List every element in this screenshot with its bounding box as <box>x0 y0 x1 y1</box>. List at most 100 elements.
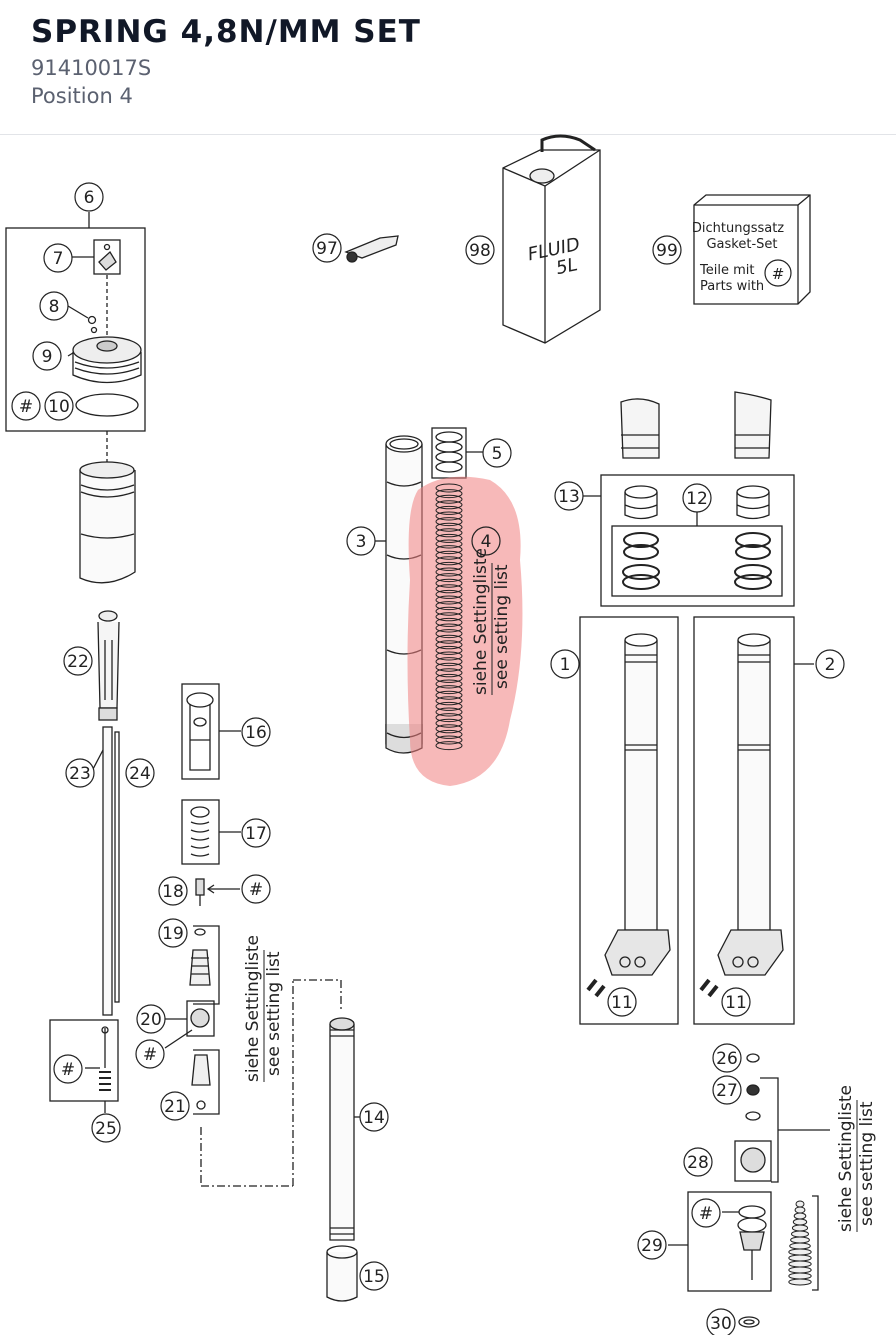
shim <box>788 1266 812 1274</box>
part-header: SPRING 4,8N/MM SET 91410017S Position 4 <box>0 0 896 135</box>
callout-label-29: 29 <box>641 1236 663 1256</box>
spring-coil <box>435 623 463 633</box>
fluid-can-98 <box>502 149 601 344</box>
callout-circle-13[interactable] <box>554 481 584 511</box>
spring-coil <box>435 645 463 655</box>
callout-label-22: 22 <box>67 652 89 672</box>
callout-circle-hash[interactable] <box>241 874 271 904</box>
callout-circle-21[interactable] <box>160 1091 190 1121</box>
washer-27b <box>745 1111 761 1121</box>
spring-coil <box>435 517 463 527</box>
callout-label-20: 20 <box>140 1010 162 1030</box>
callout-circle-19[interactable] <box>158 918 188 948</box>
spring-coil <box>435 561 463 571</box>
shim <box>788 1260 812 1268</box>
callout-circle-97[interactable] <box>312 233 342 263</box>
callout-circle-3[interactable] <box>346 526 376 556</box>
callout-circle-9[interactable] <box>32 341 62 371</box>
svg-text:siehe Settingliste: siehe Settingliste <box>836 1085 856 1232</box>
callout-label-3: 3 <box>356 532 367 552</box>
grease-tube-97 <box>344 235 399 259</box>
callout-circle-hash[interactable] <box>11 391 41 421</box>
callout-circle-hash[interactable] <box>53 1054 83 1084</box>
rod-23 <box>102 726 113 1016</box>
setting-note-valves: siehe Settingliste see setting list <box>243 935 284 1082</box>
callout-circle-10[interactable] <box>44 391 74 421</box>
callout-label-15: 15 <box>363 1267 385 1287</box>
spring-coil <box>435 701 463 711</box>
callout-circle-99[interactable] <box>652 235 682 265</box>
group-13-frame <box>600 474 795 607</box>
washer-26 <box>746 1053 760 1063</box>
callout-label-17: 17 <box>245 824 267 844</box>
callout-circle-17[interactable] <box>241 818 271 848</box>
spring-coil <box>435 489 463 499</box>
spring-coil <box>435 556 463 566</box>
callout-circle-hash[interactable] <box>691 1198 721 1228</box>
valve-18 <box>195 878 205 896</box>
dust-seal-left <box>620 398 660 459</box>
shim <box>791 1230 809 1238</box>
tube-15 <box>326 1252 358 1302</box>
shim <box>791 1224 809 1232</box>
callout-circle-22[interactable] <box>63 646 93 676</box>
callout-label-21: 21 <box>164 1097 186 1117</box>
svg-text:siehe Settingliste: siehe Settingliste <box>471 548 491 695</box>
callout-circle-11[interactable] <box>607 987 637 1017</box>
callout-circle-18[interactable] <box>158 876 188 906</box>
spring-coil <box>435 713 463 723</box>
callout-circle-16[interactable] <box>241 717 271 747</box>
callout-label-13: 13 <box>558 487 580 507</box>
position-label: Position 4 <box>31 84 133 108</box>
spring-coil <box>435 640 463 650</box>
callout-label-16: 16 <box>245 723 267 743</box>
callout-circle-12[interactable] <box>682 483 712 513</box>
callout-label-25: 25 <box>95 1119 117 1139</box>
spring-coil <box>435 741 463 751</box>
spring-coil <box>435 724 463 734</box>
callout-circle-15[interactable] <box>359 1261 389 1291</box>
callout-label-28: 28 <box>687 1153 709 1173</box>
callout-circle-24[interactable] <box>125 758 155 788</box>
callout-circle-98[interactable] <box>465 235 495 265</box>
callout-circle-1[interactable] <box>550 649 580 679</box>
callout-circle-6[interactable] <box>74 182 104 212</box>
spring-coil <box>435 483 463 493</box>
callout-label-hash: # <box>143 1045 157 1065</box>
gasket-line-3: Teile mit <box>699 263 754 278</box>
callout-circle-5[interactable] <box>482 438 512 468</box>
callout-circle-11[interactable] <box>721 987 751 1017</box>
callout-label-5: 5 <box>492 444 503 464</box>
spring-coil <box>435 595 463 605</box>
callout-circle-8[interactable] <box>39 291 69 321</box>
callout-circle-7[interactable] <box>43 243 73 273</box>
inner-tube-1 <box>624 640 658 931</box>
spring-coil <box>435 573 463 583</box>
shim-stack <box>788 1200 812 1286</box>
callout-circle-27[interactable] <box>712 1075 742 1105</box>
callout-circle-14[interactable] <box>359 1102 389 1132</box>
callout-circle-23[interactable] <box>65 758 95 788</box>
callout-label-23: 23 <box>69 764 91 784</box>
callout-circle-30[interactable] <box>706 1308 736 1335</box>
callout-label-hash: # <box>699 1204 713 1224</box>
shim <box>788 1272 812 1280</box>
spring-coil <box>435 578 463 588</box>
o-ring-10 <box>75 393 139 417</box>
callout-circle-25[interactable] <box>91 1113 121 1143</box>
spring-coil <box>435 729 463 739</box>
spring-coil <box>435 634 463 644</box>
callout-circle-20[interactable] <box>136 1004 166 1034</box>
callout-circle-2[interactable] <box>815 649 845 679</box>
callout-circle-29[interactable] <box>637 1230 667 1260</box>
nut-27 <box>746 1084 760 1096</box>
callout-label-11: 11 <box>611 993 633 1013</box>
callout-label-30: 30 <box>710 1314 732 1334</box>
callout-circle-28[interactable] <box>683 1147 713 1177</box>
callout-label-99: 99 <box>656 241 678 261</box>
callout-circle-4[interactable] <box>471 526 501 556</box>
callout-circle-hash[interactable] <box>135 1039 165 1069</box>
callout-circle-26[interactable] <box>712 1043 742 1073</box>
spring-coil <box>435 673 463 683</box>
fluid-label-2: 5L <box>554 254 579 279</box>
